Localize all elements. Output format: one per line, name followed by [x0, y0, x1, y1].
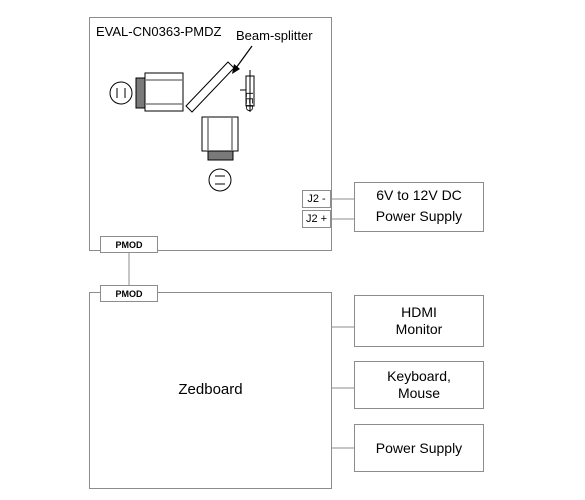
bottom-photodiode-lens: [208, 168, 232, 192]
bottom-photodiode-mount: [207, 150, 234, 161]
pmod-connector-bottom: PMOD: [100, 285, 158, 302]
beam-splitter-arrow: [235, 45, 253, 69]
bottom-photodiode-body: [201, 116, 239, 152]
power-supply-dc-box: [354, 182, 484, 232]
zedboard-label: Zedboard: [178, 381, 243, 398]
j2-plus-connector: J2 +: [302, 210, 331, 228]
beam-splitter-label: Beam-splitter: [236, 28, 313, 43]
keyboard-mouse-box: Keyboard, Mouse: [354, 361, 484, 409]
pmod-connector-top: PMOD: [100, 236, 158, 253]
j2-minus-connector: J2 -: [302, 190, 331, 208]
power-supply-box: Power Supply: [354, 424, 484, 472]
left-photodiode-body: [144, 72, 184, 112]
power-supply-dc-line1: 6V to 12V DC: [376, 187, 462, 203]
eval-board: [89, 17, 332, 251]
beam-splitter: [185, 61, 235, 113]
led-label: LED: [243, 92, 254, 112]
beam-splitter-arrowhead: [232, 64, 240, 74]
power-supply-dc-line2: Power Supply: [375, 208, 463, 224]
eval-board-title: EVAL-CN0363-PMDZ: [96, 24, 222, 39]
hdmi-monitor-box: HDMI Monitor: [354, 295, 484, 347]
left-photodiode-lens: [109, 81, 133, 105]
